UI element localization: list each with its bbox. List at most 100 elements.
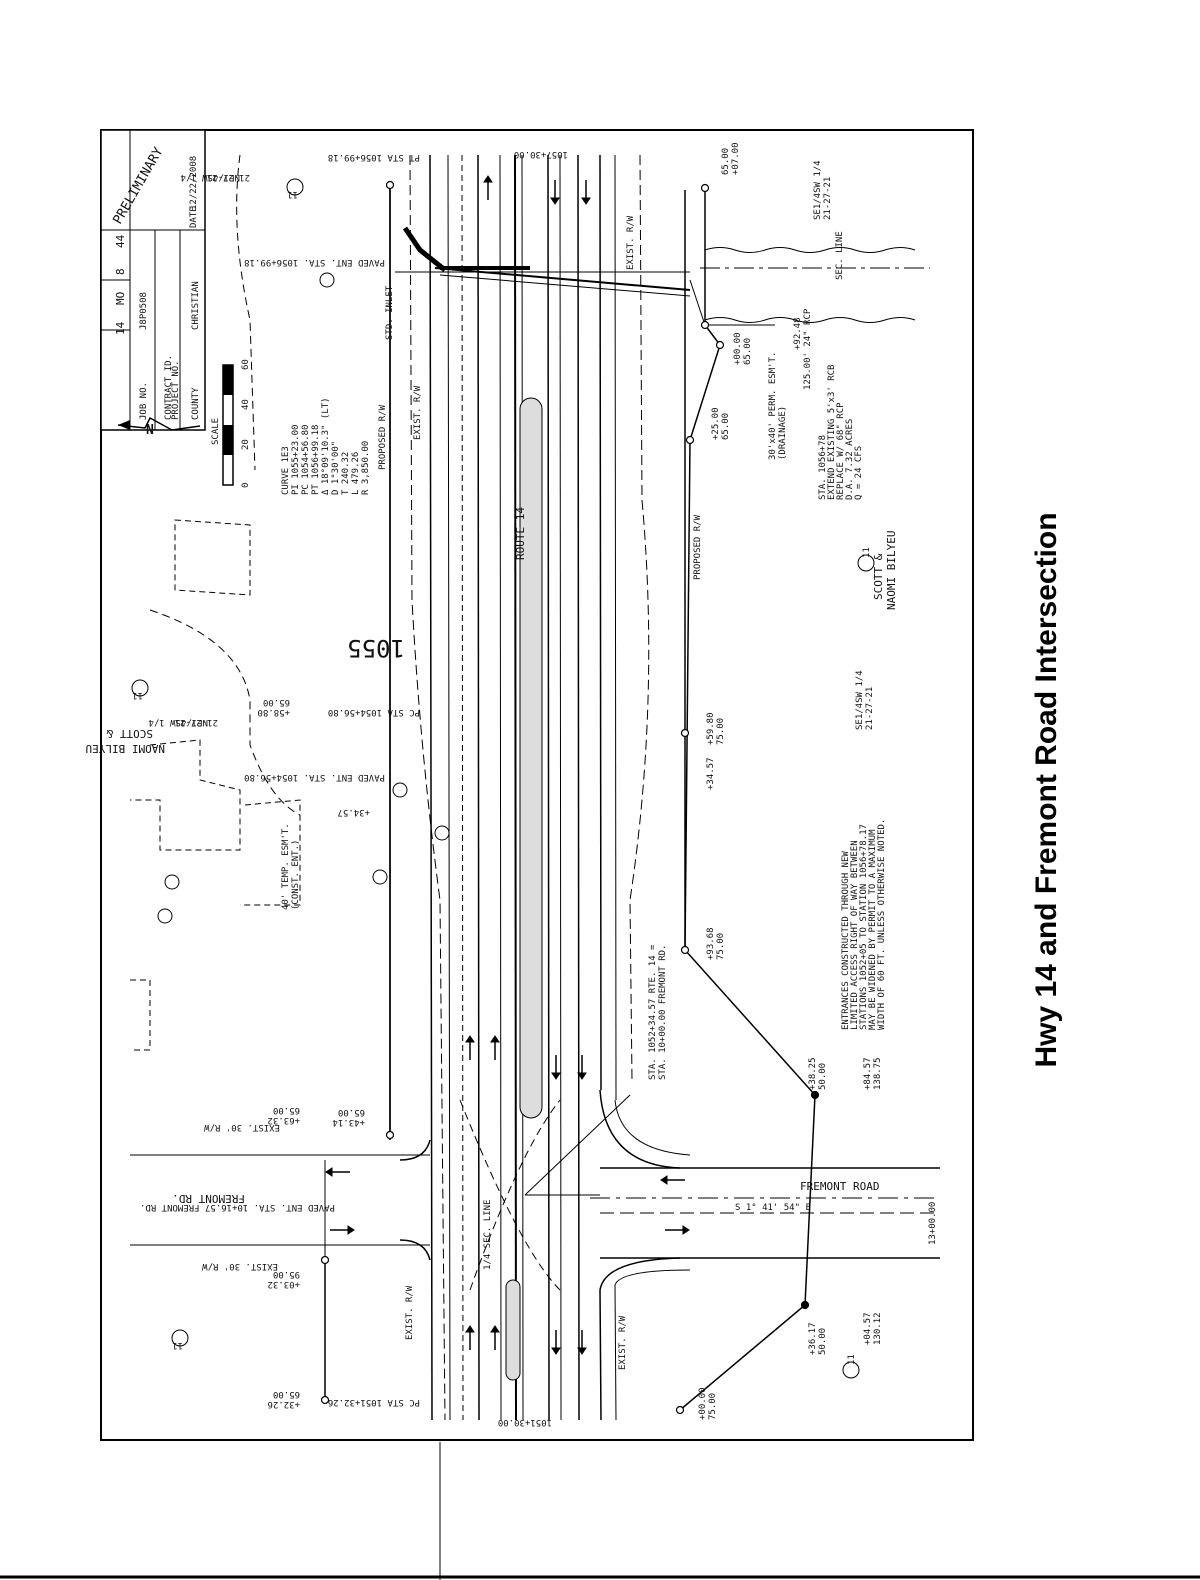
svg-text:75.00: 75.00	[716, 933, 726, 960]
lane-arrows	[465, 175, 591, 1355]
paved-entrance-fremont: PAVED ENT. STA. 10+16.57 FREMONT RD.	[140, 1202, 335, 1212]
svg-text:+00.00: +00.00	[733, 332, 743, 365]
north-arrow: N	[117, 416, 201, 438]
svg-text:Δ 18°09'10.3" (LT): Δ 18°09'10.3" (LT)	[321, 397, 331, 495]
drainage-easement: 30'x40' PERM. ESM'T.	[768, 352, 778, 460]
curve-data-table: CURVE 1E3 PI 1055+23.00 PC 1054+56.80 PT…	[281, 397, 371, 495]
plan-labels: ROUTE 14 FREMONT ROAD FREMONT RD. 1055 1…	[86, 142, 938, 1427]
bearing-label: S 1° 41' 54" E	[735, 1203, 811, 1213]
scale-tick-60: 60	[241, 359, 251, 370]
svg-text:PC 1054+56.80: PC 1054+56.80	[301, 425, 311, 495]
parcel-number-5: 11	[847, 1354, 857, 1365]
svg-text:+25.00: +25.00	[711, 407, 721, 440]
svg-text:65.00: 65.00	[743, 338, 753, 365]
tree-line-2	[704, 317, 916, 323]
sta-intersection: STA. 1052+34.57 RTE. 14 =	[648, 944, 658, 1080]
title-block: PRELIMINARY 12/22/2008 DATE 44 8 MO 14 J…	[100, 129, 206, 431]
proposed-rw-bottom: PROPOSED R/W	[693, 514, 703, 580]
svg-text:+04.57: +04.57	[863, 1312, 873, 1345]
entrance-note-1: ENTRANCES CONSTRUCTED THROUGH NEW	[841, 851, 851, 1030]
rcp-note2: 125.00' 24" RCP	[803, 308, 813, 390]
culvert-note4: D.A. 7.32 ACRES	[845, 419, 855, 500]
svg-text:+32.26: +32.26	[267, 1399, 300, 1409]
owner-ul-desc: NE1/4SW 1/4	[148, 717, 208, 727]
svg-text:+34.57: +34.57	[706, 757, 716, 790]
svg-text:+43.14: +43.14	[332, 1117, 365, 1127]
entrance-note-3: STATIONS 1052+05 TO STATION 1056+78.17	[859, 824, 869, 1030]
svg-text:75.00: 75.00	[708, 1393, 718, 1420]
fremont-lane-arrows	[325, 1167, 690, 1235]
route-value: 14	[114, 321, 127, 335]
entrance-note-2: LIMITED ACCESS RIGHT OF WAY BETWEEN	[850, 840, 860, 1030]
svg-text:+84.57: +84.57	[863, 1057, 873, 1090]
entrance-note-5: WIDTH OF 60 FT. UNLESS OTHERWISE NOTED.	[877, 819, 887, 1030]
station-major-label: 1055	[347, 634, 405, 662]
parcel-number-4: 11	[172, 1340, 183, 1350]
project-label: PROJECT NO.	[171, 360, 181, 420]
svg-text:+36.17: +36.17	[808, 1322, 818, 1355]
owner-tr-desc: NE1/4SW 1/4	[180, 172, 240, 182]
tree-line	[704, 247, 916, 253]
svg-text:CURVE 1E3: CURVE 1E3	[281, 446, 291, 495]
route-14-roadway	[389, 154, 691, 1421]
svg-text:65.00: 65.00	[263, 697, 290, 707]
std-inlet: STD. INLET	[385, 285, 395, 340]
fremont-road	[130, 1089, 940, 1291]
svg-text:65.00: 65.00	[721, 148, 731, 175]
scale-label: SCALE	[211, 418, 221, 445]
parcel-number-2: 11	[132, 690, 143, 700]
fremont-rd-left-label: FREMONT RD.	[172, 1192, 245, 1205]
svg-text:+38.25: +38.25	[808, 1057, 818, 1090]
svg-text:+03.32: +03.32	[267, 1279, 300, 1289]
parcel-number-1: 11	[287, 189, 298, 199]
svg-text:+93.68: +93.68	[706, 927, 716, 960]
route-14-label: ROUTE 14	[514, 507, 527, 560]
exist-rw-left: EXIST. R/W	[405, 1285, 415, 1340]
date-value: 12/22/2008	[189, 156, 199, 210]
owner-tr-desc2: 21-27-21	[207, 172, 250, 182]
county-label: COUNTY	[191, 387, 201, 420]
parcel-markers	[131, 178, 875, 1379]
paved-entrance-mid: PAVED ENT. STA. 1054+56.80	[244, 772, 385, 782]
owner-mid-name: SCOTT &	[872, 553, 885, 600]
sheet-value: 44	[114, 234, 127, 248]
proposed-rw-west	[324, 185, 391, 1400]
owner-mid-name2: NAOMI BILYEU	[885, 531, 898, 610]
exist-30-rw-lower: EXIST. 30' R/W	[202, 1261, 278, 1271]
svg-text:50.00: 50.00	[818, 1328, 828, 1355]
temp-easement: 40' TEMP. ESM'T.	[281, 823, 291, 910]
svg-text:+00.00: +00.00	[698, 1387, 708, 1420]
sec-line-right: SEC. LINE	[835, 231, 845, 280]
pc-station-bottom: PC STA 1051+32.26	[328, 1397, 420, 1407]
owner-br-desc: SE1/4SW 1/4	[813, 160, 823, 220]
scale-bar: SCALE 0 20 40 60	[211, 359, 251, 488]
owner-ul-name2: NAOMI BILYEU	[86, 742, 165, 755]
svg-text:L 479.26: L 479.26	[351, 452, 361, 495]
svg-text:65.00: 65.00	[273, 1389, 300, 1399]
owner-mid-desc2: 21-27-21	[865, 687, 875, 730]
svg-text:75.00: 75.00	[716, 718, 726, 745]
job-value: J8P0508	[139, 292, 149, 330]
page-caption: Hwy 14 and Fremont Road Intersection	[1030, 512, 1063, 1068]
parcel-number-3: 11	[862, 547, 872, 558]
station-bottom: 1051+30.00	[498, 1417, 552, 1427]
contract-label: CONTRACT ID.	[164, 355, 174, 420]
svg-text:R 3,850.00: R 3,850.00	[361, 441, 371, 495]
owner-mid-desc: SE1/4SW 1/4	[855, 670, 865, 730]
culvert-note2: EXTEND EXISTING 5'x3' RCB	[827, 365, 837, 500]
svg-text:T 240.32: T 240.32	[341, 452, 351, 495]
svg-text:PI 1055+23.00: PI 1055+23.00	[291, 425, 301, 495]
drawing-border	[100, 129, 974, 1441]
quarter-sec-line: 1/4 SEC. LINE	[483, 1200, 493, 1270]
exist-rw-upper-right: EXIST. R/W	[626, 215, 636, 270]
svg-text:95.00: 95.00	[273, 1269, 300, 1279]
svg-text:65.00: 65.00	[338, 1107, 365, 1117]
owner-ul-desc2: 21-27-21	[175, 717, 218, 727]
job-label: JOB NO.	[139, 382, 149, 420]
svg-text:130.12: 130.12	[873, 1312, 883, 1345]
exist-rw-bottom-right: EXIST. R/W	[618, 1315, 628, 1370]
rw-points-west	[320, 180, 395, 1405]
county-value: CHRISTIAN	[191, 281, 201, 330]
sta-intersection2: STA. 10+00.00 FREMONT RD.	[658, 945, 668, 1080]
